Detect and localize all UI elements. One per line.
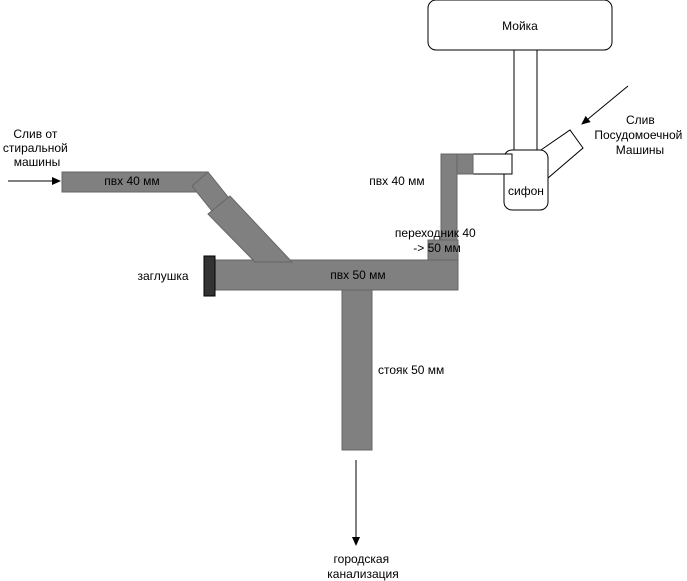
dishwasher-label-line2: Посудомоечной xyxy=(594,128,682,142)
pipe-pvc40-left-label: пвх 40 мм xyxy=(104,174,159,188)
washing-machine-label-line1: Слив от xyxy=(13,127,57,141)
city-sewer-label: городская канализация xyxy=(327,552,398,581)
sink-label: Мойка xyxy=(502,19,538,33)
adapter-label-line1: переходник 40 xyxy=(395,226,476,240)
plug-label: заглушка xyxy=(137,269,188,283)
adapter-label: переходник 40 -> 50 мм xyxy=(395,226,479,255)
washing-machine-label-line3: машины xyxy=(14,155,61,169)
dishwasher-label-line3: Машины xyxy=(616,143,664,157)
siphon-outlet xyxy=(471,153,513,175)
riser-label: стояк 50 мм xyxy=(378,363,444,377)
city-sewer-label-line2: канализация xyxy=(327,567,398,581)
dishwasher-label-line1: Слив xyxy=(626,113,655,127)
pipe-pvc50-label: пвх 50 мм xyxy=(330,268,385,282)
dishwasher-arrow xyxy=(581,85,629,125)
plug-cap xyxy=(203,255,216,297)
sink-drain-pipe xyxy=(513,49,538,151)
siphon-box xyxy=(503,149,549,211)
pipe-pvc40-right-label: пвх 40 мм xyxy=(369,174,424,188)
siphon-label: сифон xyxy=(508,184,544,198)
washing-machine-label: Слив от стиральной машины xyxy=(3,127,71,169)
elbow-piece-2 xyxy=(207,195,294,263)
riser-pipe xyxy=(341,289,373,451)
pipe-pvc50 xyxy=(213,259,459,291)
dishwasher-label: Слив Посудомоечной Машины xyxy=(594,113,685,157)
washing-machine-label-line2: стиральной xyxy=(3,141,68,155)
adapter-label-line2: -> 50 мм xyxy=(413,241,461,255)
city-sewer-label-line1: городская xyxy=(334,552,390,566)
